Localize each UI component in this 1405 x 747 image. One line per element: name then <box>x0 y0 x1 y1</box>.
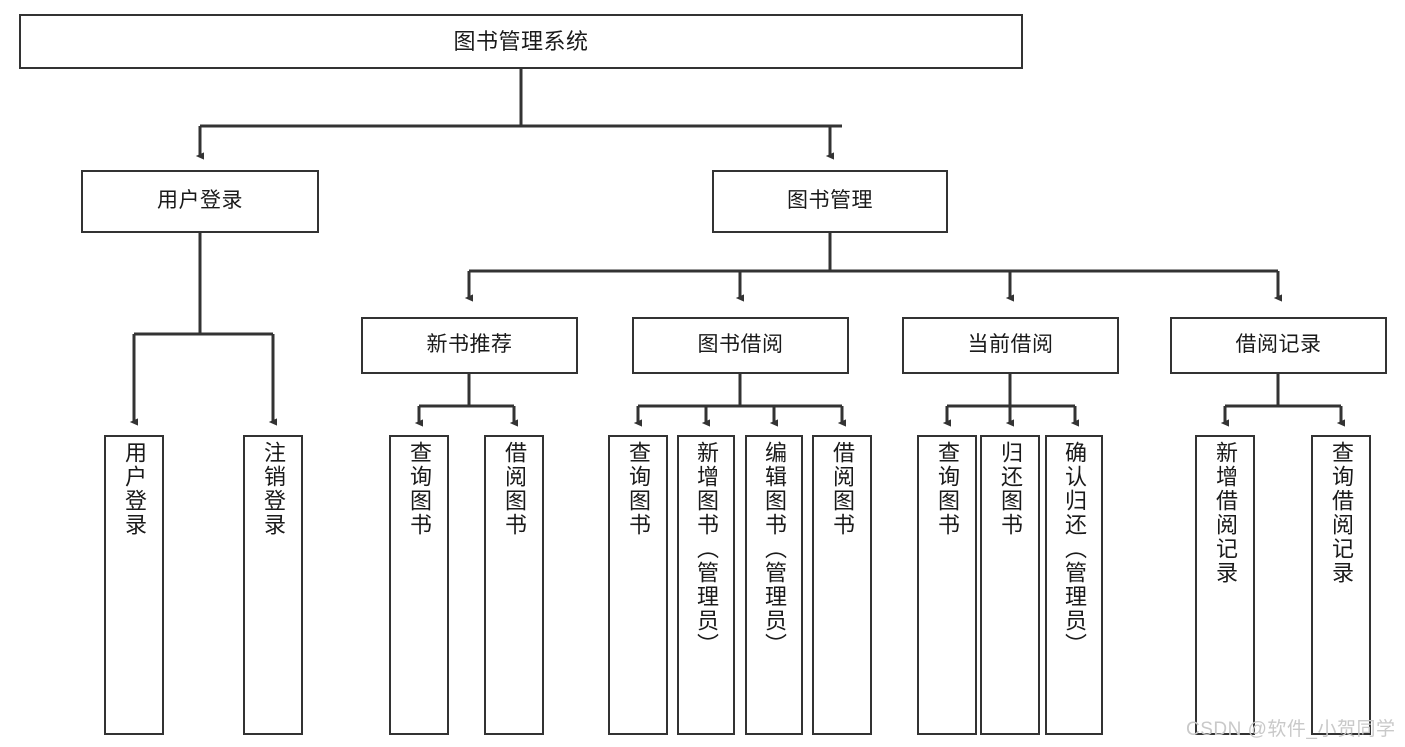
node-label: 注销登录 <box>261 441 286 537</box>
node-label: 当前借阅 <box>967 333 1054 357</box>
node-label: 编辑图书（管理员） <box>762 441 787 657</box>
node-label: 查询图书 <box>935 441 960 537</box>
node-user-login[interactable]: 用户登录 <box>81 170 319 233</box>
leaf-add-borrow-record[interactable]: 新增借阅记录 <box>1195 435 1255 735</box>
leaf-edit-book-admin[interactable]: 编辑图书（管理员） <box>745 435 803 735</box>
node-borrow-record[interactable]: 借阅记录 <box>1170 317 1387 374</box>
leaf-query-book-current[interactable]: 查询图书 <box>917 435 977 735</box>
leaf-borrow-book[interactable]: 借阅图书 <box>812 435 872 735</box>
node-label: 图书管理 <box>787 189 873 213</box>
leaf-borrow-book-recommend[interactable]: 借阅图书 <box>484 435 544 735</box>
node-label: 新增图书（管理员） <box>694 441 719 657</box>
node-label: 确认归还（管理员） <box>1062 441 1087 657</box>
node-root-book-management-system[interactable]: 图书管理系统 <box>19 14 1023 69</box>
node-label: 查询图书 <box>407 441 432 537</box>
node-label: 借阅图书 <box>502 441 527 537</box>
node-label: 查询借阅记录 <box>1329 441 1354 585</box>
leaf-logout-login[interactable]: 注销登录 <box>243 435 303 735</box>
leaf-confirm-return-admin[interactable]: 确认归还（管理员） <box>1045 435 1103 735</box>
node-label: 查询图书 <box>626 441 651 537</box>
node-label: 新书推荐 <box>426 333 513 357</box>
node-book-management[interactable]: 图书管理 <box>712 170 948 233</box>
leaf-user-login[interactable]: 用户登录 <box>104 435 164 735</box>
leaf-return-book[interactable]: 归还图书 <box>980 435 1040 735</box>
node-current-borrow[interactable]: 当前借阅 <box>902 317 1119 374</box>
leaf-add-book-admin[interactable]: 新增图书（管理员） <box>677 435 735 735</box>
node-label: 图书管理系统 <box>453 28 589 54</box>
node-label: 借阅图书 <box>830 441 855 537</box>
node-label: 用户登录 <box>122 441 147 537</box>
leaf-query-borrow-record[interactable]: 查询借阅记录 <box>1311 435 1371 735</box>
leaf-query-book-borrow[interactable]: 查询图书 <box>608 435 668 735</box>
node-label: 归还图书 <box>998 441 1023 537</box>
leaf-query-book-recommend[interactable]: 查询图书 <box>389 435 449 735</box>
csdn-watermark: CSDN @软件_小贺同学 <box>1186 719 1396 740</box>
node-label: 新增借阅记录 <box>1213 441 1238 585</box>
node-label: 图书借阅 <box>697 333 784 357</box>
node-book-borrow[interactable]: 图书借阅 <box>632 317 849 374</box>
node-new-book-recommend[interactable]: 新书推荐 <box>361 317 578 374</box>
node-label: 借阅记录 <box>1235 333 1322 357</box>
node-label: 用户登录 <box>157 189 243 213</box>
